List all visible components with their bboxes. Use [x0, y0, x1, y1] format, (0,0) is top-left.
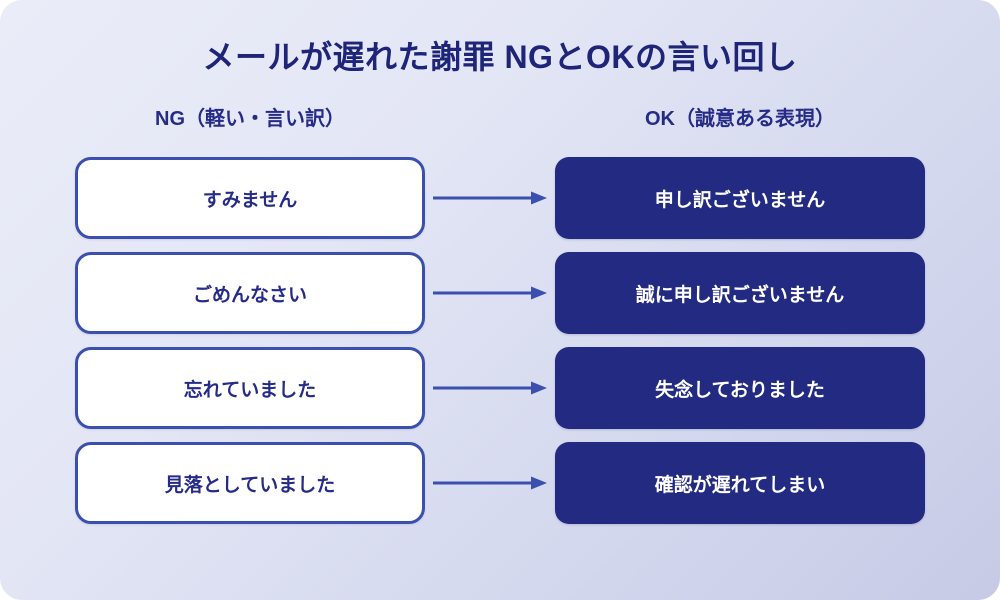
- arrow-right-icon: [433, 476, 548, 490]
- ok-phrase-box: 確認が遅れてしまい: [555, 442, 925, 524]
- arrow-right-icon: [433, 286, 548, 300]
- column-header-ng: NG（軽い・言い訳）: [155, 108, 345, 130]
- comparison-row: ごめんなさい 誠に申し訳ございません: [0, 252, 1000, 334]
- comparison-rows: すみません 申し訳ございません ごめんなさい 誠に申し訳ございません 忘: [0, 157, 1000, 537]
- comparison-row: すみません 申し訳ございません: [0, 157, 1000, 239]
- ng-phrase-box: 見落としていました: [75, 442, 425, 524]
- ok-phrase-box: 誠に申し訳ございません: [555, 252, 925, 334]
- ok-phrase-box: 申し訳ございません: [555, 157, 925, 239]
- arrow-right-icon: [433, 381, 548, 395]
- ng-phrase-box: ごめんなさい: [75, 252, 425, 334]
- comparison-row: 忘れていました 失念しておりました: [0, 347, 1000, 429]
- comparison-row: 見落としていました 確認が遅れてしまい: [0, 442, 1000, 524]
- ng-phrase-box: 忘れていました: [75, 347, 425, 429]
- arrow-right-icon: [433, 191, 548, 205]
- page-title: メールが遅れた謝罪 NGとOKの言い回し: [202, 39, 798, 75]
- ng-phrase-box: すみません: [75, 157, 425, 239]
- ok-phrase-box: 失念しておりました: [555, 347, 925, 429]
- column-header-ok: OK（誠意ある表現）: [645, 108, 835, 130]
